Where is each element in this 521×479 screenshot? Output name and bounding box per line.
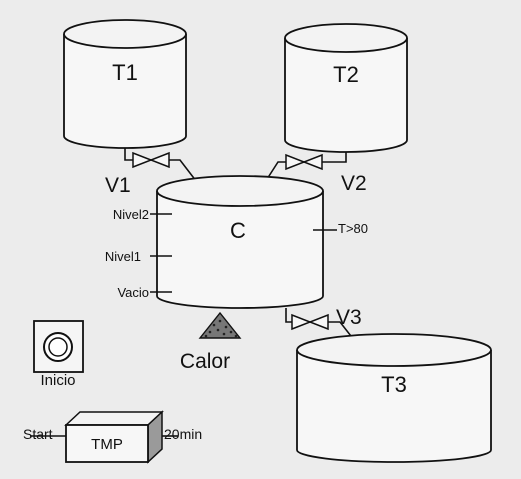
valve-v2[interactable] — [285, 153, 323, 171]
tank-t1: T1 — [63, 19, 187, 149]
valve-v3-label: V3 — [336, 306, 362, 329]
timer-block: TMP — [64, 410, 164, 464]
start-button-label: Inicio — [40, 372, 75, 389]
start-button[interactable] — [33, 320, 84, 373]
tank-t2-label: T2 — [333, 62, 359, 87]
tank-c-label: C — [230, 218, 246, 243]
valve-v3[interactable] — [291, 313, 329, 331]
timer-output-label: 20min — [164, 426, 202, 442]
valve-v2-label: V2 — [341, 172, 367, 195]
tank-t1-label: T1 — [112, 60, 138, 85]
tank-c: C — [156, 175, 324, 309]
valve-v1[interactable] — [132, 151, 170, 169]
tank-t3: T3 — [296, 333, 492, 463]
sensor-temp-label: T>80 — [338, 221, 368, 236]
timer-input-label: Start — [23, 426, 53, 442]
tank-t3-label: T3 — [381, 372, 407, 397]
heater-label: Calor — [180, 350, 230, 373]
sensor-vacio-label: Vacio — [117, 285, 149, 300]
valve-v1-label: V1 — [105, 174, 131, 197]
tank-t2: T2 — [284, 23, 408, 153]
heater-flame-icon — [198, 311, 242, 339]
sensor-nivel2-label: Nivel2 — [113, 207, 149, 222]
sensor-nivel1-label: Nivel1 — [105, 249, 141, 264]
timer-label: TMP — [91, 436, 123, 453]
